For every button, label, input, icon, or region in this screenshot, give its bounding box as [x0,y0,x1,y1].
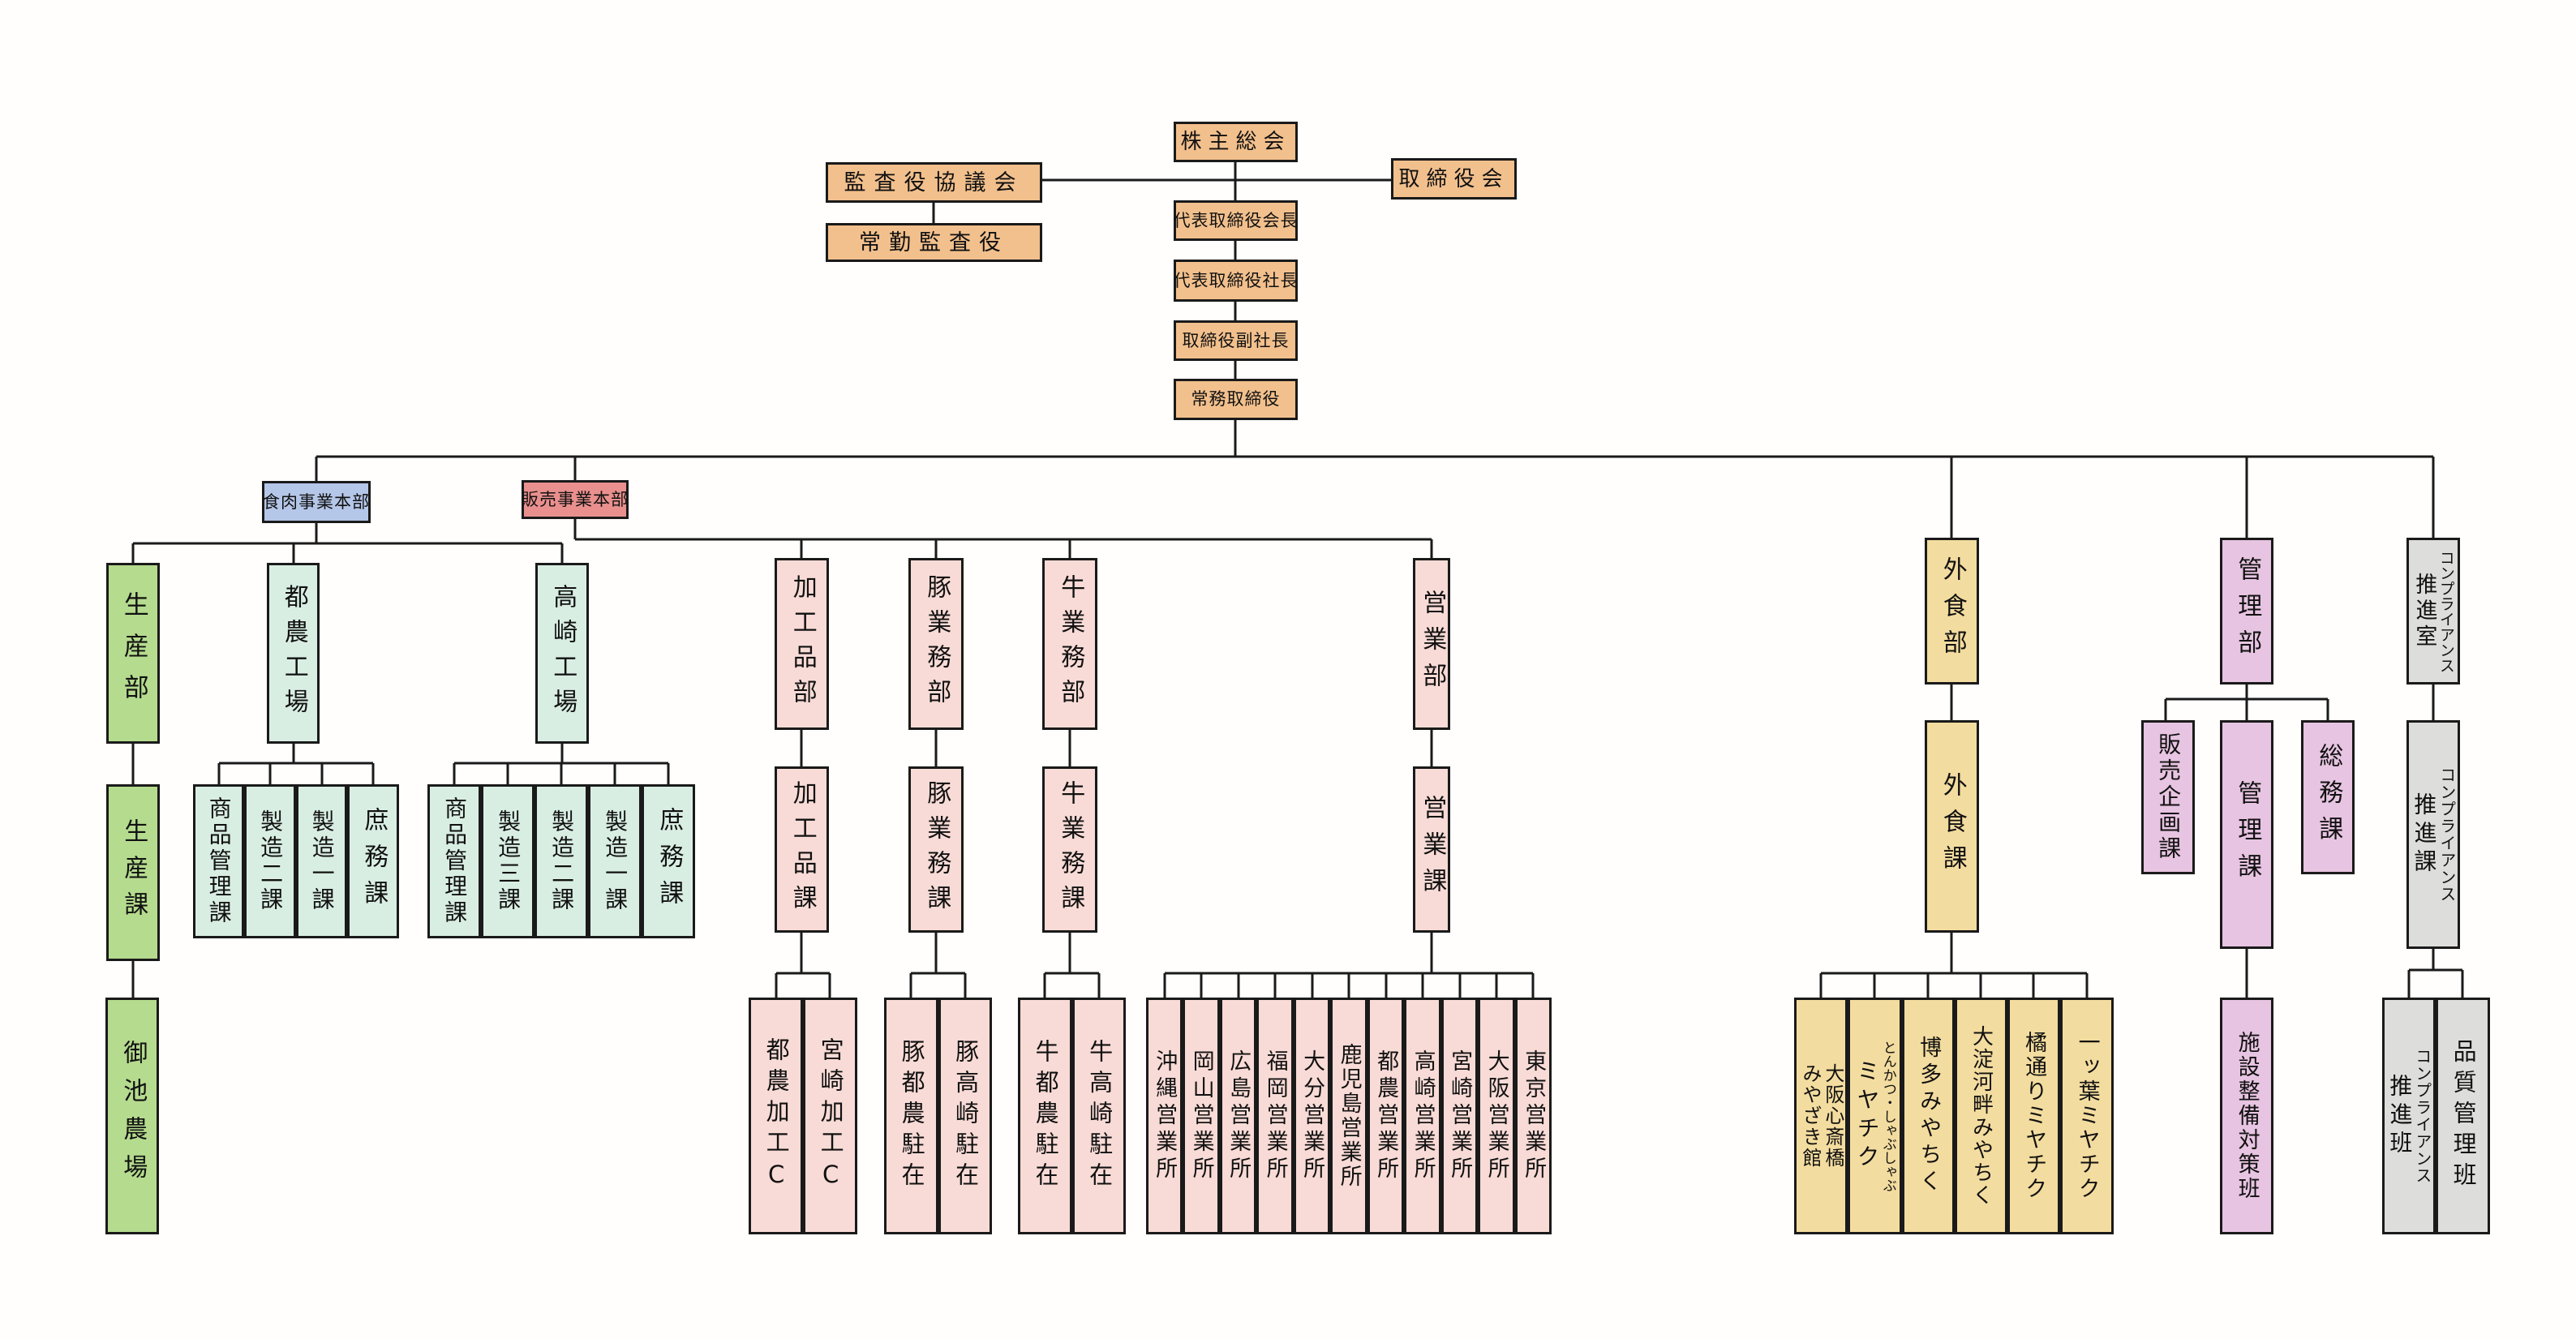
node-quality-control-team: 品質管理班 [2436,998,2490,1234]
node-miyazaki-sales-office: 宮崎営業所 [1441,998,1478,1234]
node-oita-sales-office: 大分営業所 [1294,998,1330,1234]
node-sales-division: 販売事業本部 [522,480,629,519]
node-pork-section: 豚業務課 [908,766,964,933]
node-standing-auditor: 常勤監査役 [826,223,1042,262]
node-hitotsuba-miyachiku: 一ッ葉ミヤチク [2060,998,2114,1234]
node-compliance-promotion-team: コンプライアンス推進班 [2382,998,2436,1234]
node-president: 代表取締役社長 [1174,260,1298,302]
node-miike-farm: 御池農場 [105,998,159,1234]
node-production-section: 生産課 [106,784,160,961]
node-tachibana-dori-miyachiku: 橘通りミヤチク [2007,998,2060,1234]
node-restaurant-dept: 外食部 [1925,538,1979,685]
node-beef-section: 牛業務課 [1042,766,1097,933]
node-restaurant-section: 外食課 [1925,720,1979,933]
node-admin-section: 管理課 [2220,720,2273,949]
node-beef-takasaki-resident: 牛高崎駐在 [1072,998,1126,1234]
node-pork-dept: 豚業務部 [908,558,964,730]
node-takasaki-factory: 高崎工場 [535,563,589,744]
node-board-of-directors: 取締役会 [1391,158,1517,200]
node-shareholders-meeting: 株主総会 [1174,122,1298,162]
node-tsuno-processing-center: 都農加工C [749,998,803,1234]
node-chairman: 代表取締役会長 [1174,200,1298,241]
node-managing-director: 常務取締役 [1174,379,1298,420]
node-takasaki-general-affairs-section: 庶務課 [642,784,695,938]
node-facility-maintenance-team: 施設整備対策班 [2220,998,2273,1234]
node-miyazaki-processing-center: 宮崎加工C [803,998,857,1234]
node-hakata-miyachiku: 博多みやちく [1902,998,1955,1234]
node-okayama-sales-office: 岡山営業所 [1183,998,1220,1234]
node-sales-dept: 営業部 [1413,558,1450,730]
node-tonkatsu-shabushabu-miyachiku: とんかつ・しゃぶしゃぶミヤチク [1848,998,1902,1234]
node-sales-planning-section: 販売企画課 [2141,720,2195,874]
node-takasaki-mfg2-section: 製造二課 [535,784,588,938]
node-hiroshima-sales-office: 広島営業所 [1220,998,1256,1234]
node-auditors-council: 監査役協議会 [826,162,1042,203]
node-okinawa-sales-office: 沖縄営業所 [1146,998,1183,1234]
node-tsuno-mfg2-section: 製造二課 [244,784,296,938]
node-tsuno-mfg1-section: 製造一課 [296,784,347,938]
node-tsuno-general-affairs-section: 庶務課 [347,784,399,938]
node-oyodo-riverside-miyachiku: 大淀河畔みやちく [1955,998,2007,1234]
node-general-affairs-section: 総務課 [2301,720,2355,874]
node-processed-goods-section: 加工品課 [775,766,829,933]
node-beef-tsuno-resident: 牛都農駐在 [1018,998,1072,1234]
node-admin-dept: 管理部 [2220,538,2273,685]
node-pork-tsuno-resident: 豚都農駐在 [884,998,938,1234]
node-takasaki-product-control-section: 商品管理課 [427,784,481,938]
node-processed-goods-dept: 加工品部 [775,558,829,730]
node-takasaki-mfg3-section: 製造三課 [481,784,535,938]
node-pork-takasaki-resident: 豚高崎駐在 [938,998,992,1234]
node-vice-president: 取締役副社長 [1174,320,1298,361]
node-takasaki-mfg1-section: 製造一課 [588,784,642,938]
node-tsuno-sales-office: 都農営業所 [1367,998,1404,1234]
node-fukuoka-sales-office: 福岡営業所 [1256,998,1294,1234]
node-tokyo-sales-office: 東京営業所 [1515,998,1552,1234]
node-sales-section: 営業課 [1413,766,1450,933]
node-beef-dept: 牛業務部 [1042,558,1097,730]
node-tsuno-factory: 都農工場 [267,563,320,744]
node-osaka-sales-office: 大阪営業所 [1478,998,1515,1234]
node-meat-division: 食肉事業本部 [262,481,371,523]
node-compliance-promotion-section: コンプライアンス推進課 [2406,720,2460,949]
node-osaka-shinsaibashi-miyazakikan: 大阪心斎橋みやざき館 [1794,998,1848,1234]
node-production-dept: 生産部 [106,563,160,744]
node-compliance-promotion-office: コンプライアンス推進室 [2406,538,2460,685]
node-kagoshima-sales-office: 鹿児島営業所 [1330,998,1367,1234]
node-tsuno-product-control-section: 商品管理課 [193,784,244,938]
node-takasaki-sales-office: 高崎営業所 [1404,998,1441,1234]
